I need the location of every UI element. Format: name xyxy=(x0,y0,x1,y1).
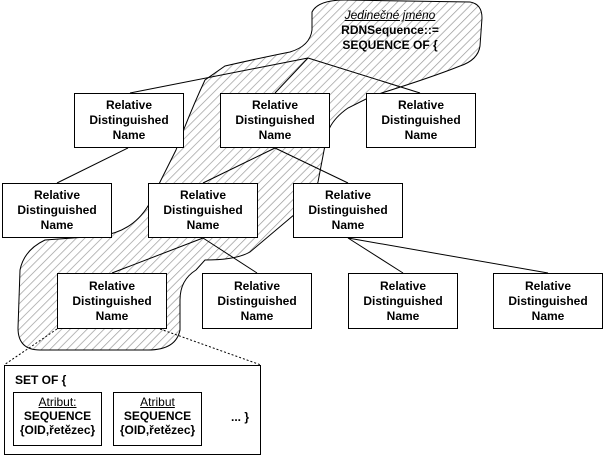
attribute-type: SEQUENCE xyxy=(123,409,192,423)
sequence-of-label: SEQUENCE OF { xyxy=(342,38,438,52)
attribute-box: Atribut: SEQUENCE {OID,řetězec} xyxy=(13,392,102,446)
attribute-value: {OID,řetězec} xyxy=(119,423,196,437)
set-ellipsis: ... } xyxy=(231,410,250,424)
highlight-path xyxy=(17,0,483,351)
root-label: Jedinečné jméno RDNSequence::= SEQUENCE … xyxy=(320,8,460,53)
attribute-value: {OID,řetězec} xyxy=(19,423,96,437)
attribute-title: Atribut xyxy=(140,395,175,409)
expansion-lines xyxy=(3,328,262,366)
set-of-label: SET OF { xyxy=(15,373,67,387)
attribute-title: Atribut: xyxy=(38,395,77,409)
unique-name-caption: Jedinečné jméno xyxy=(344,8,436,22)
attribute-box: Atribut SEQUENCE {OID,řetězec} xyxy=(113,392,202,446)
set-of-box: SET OF { Atribut: SEQUENCE {OID,řetězec}… xyxy=(4,365,261,455)
attribute-type: SEQUENCE xyxy=(23,409,92,423)
rdnsequence-label: RDNSequence::= xyxy=(341,23,439,37)
edges xyxy=(56,57,549,274)
